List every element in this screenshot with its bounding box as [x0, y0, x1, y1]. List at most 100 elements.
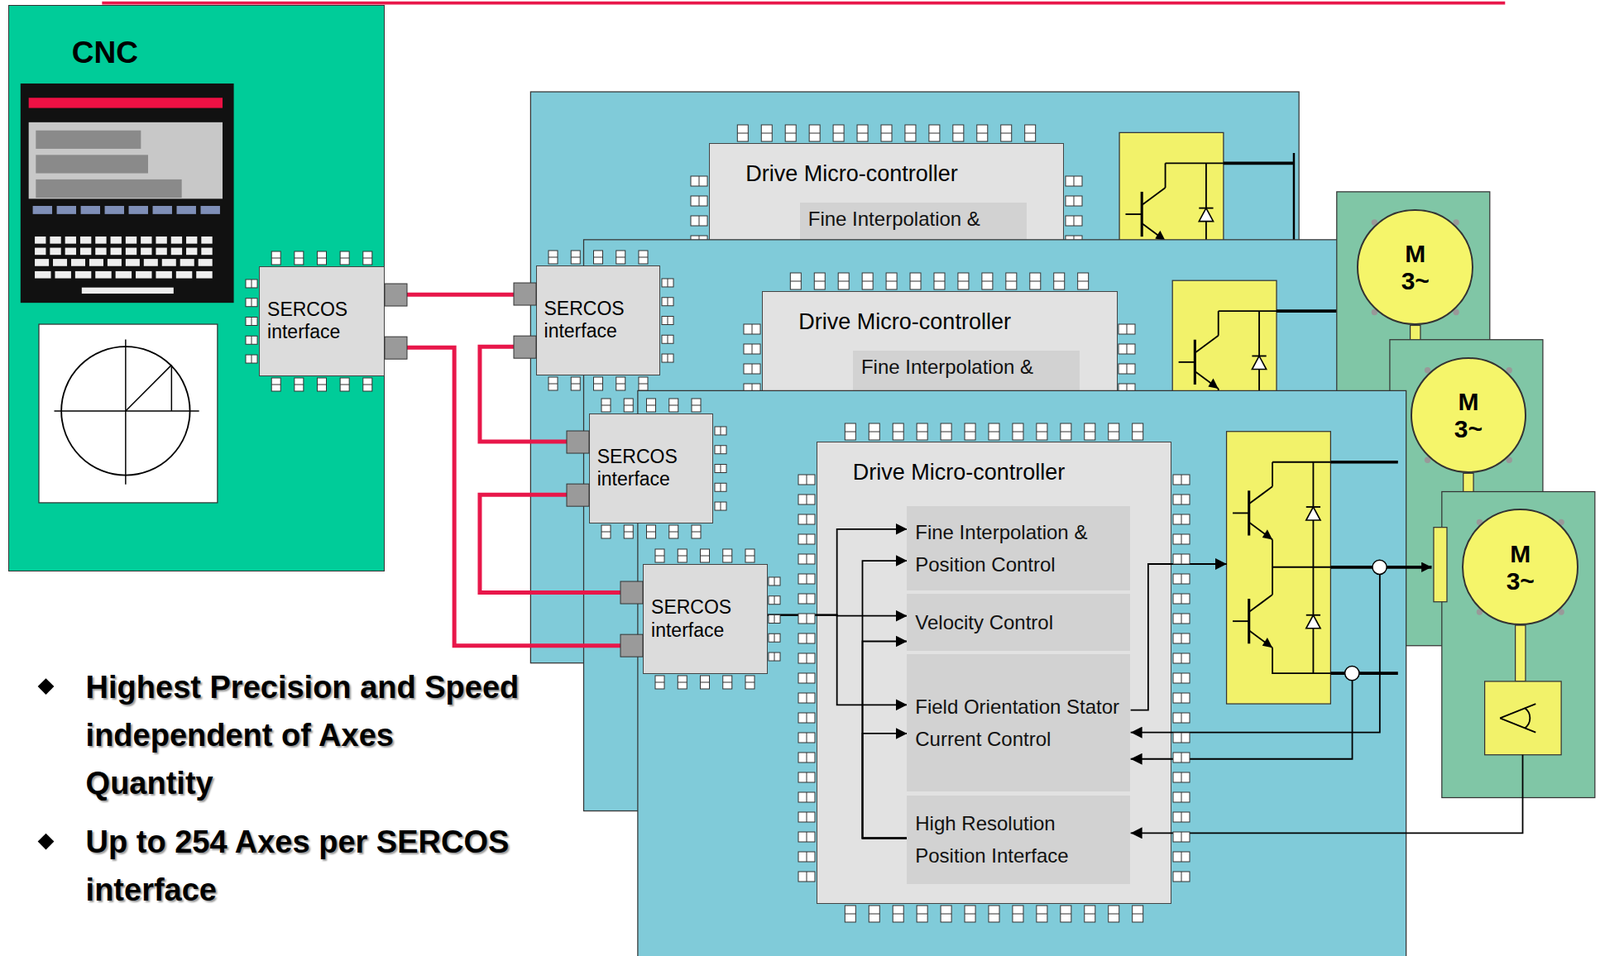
pin	[340, 251, 350, 265]
emitter-arrow	[1262, 637, 1273, 648]
sercos-ring-cable	[479, 494, 643, 593]
softkey	[128, 205, 148, 215]
power-stage	[1172, 280, 1277, 553]
pin	[646, 398, 656, 412]
pin	[570, 377, 580, 391]
transistor-base	[1247, 490, 1251, 536]
header-rule	[101, 1, 1505, 5]
pin	[661, 297, 674, 306]
sercos-chip: SERCOS interface	[642, 564, 767, 675]
signal-arrow	[767, 614, 908, 618]
pin	[690, 275, 708, 286]
pin	[1005, 273, 1017, 290]
pin	[761, 124, 772, 142]
pin	[1029, 273, 1041, 290]
pin	[615, 377, 625, 391]
pin	[661, 335, 674, 344]
pin	[982, 273, 993, 290]
pin	[1107, 905, 1119, 923]
pin	[798, 852, 815, 863]
pin	[677, 675, 687, 690]
node-text: SERCOS interface	[597, 445, 708, 492]
transistor-gate	[1232, 512, 1250, 514]
emitter-arrow	[1262, 529, 1273, 540]
pin	[271, 378, 281, 392]
key	[71, 258, 86, 267]
rail	[1258, 311, 1260, 523]
encoder-box	[1485, 681, 1562, 756]
pin	[798, 673, 815, 684]
pin	[916, 423, 928, 441]
diode-bar	[1251, 463, 1266, 465]
pin	[743, 364, 761, 374]
pin	[881, 124, 892, 142]
plot-window	[38, 324, 218, 503]
key	[198, 258, 213, 267]
diode-bar	[1251, 355, 1266, 358]
diode-symbol	[1251, 355, 1266, 369]
pin	[844, 423, 856, 441]
pin	[655, 675, 665, 690]
pin	[1173, 713, 1190, 724]
pin	[623, 398, 633, 412]
pin	[1065, 235, 1083, 246]
motor-symbol: M 3~	[1410, 357, 1528, 475]
pin	[934, 273, 945, 290]
pin	[714, 483, 727, 492]
pin	[1173, 653, 1190, 664]
diode-symbol	[1198, 316, 1213, 330]
pin	[1173, 693, 1190, 704]
diode-bar	[1198, 207, 1213, 210]
pin	[798, 633, 815, 644]
pin	[790, 752, 802, 770]
key	[95, 271, 111, 279]
emitter-arrow	[1154, 230, 1165, 241]
key	[125, 236, 137, 245]
pin	[317, 251, 327, 265]
bullet-text: Up to 254 Axes per SERCOS interface	[86, 818, 520, 915]
pin	[1131, 423, 1143, 441]
pin	[798, 534, 815, 545]
key	[110, 236, 121, 245]
pin	[798, 693, 815, 704]
motor-cable	[1346, 301, 1348, 393]
node-text: Fine Interpolation &	[808, 206, 1019, 232]
pin	[1173, 752, 1190, 763]
pin	[1173, 792, 1190, 803]
pin	[593, 250, 603, 264]
pin	[1173, 633, 1190, 644]
pin	[940, 423, 952, 441]
softkey	[32, 205, 52, 215]
pin	[714, 464, 727, 473]
control-block: Field Orientation Stator Current Control	[906, 654, 1131, 793]
pin	[661, 316, 674, 325]
pin	[768, 577, 781, 586]
feedback-line	[1130, 755, 1523, 834]
screen	[28, 122, 223, 200]
rail	[1165, 162, 1224, 164]
pin	[1118, 324, 1136, 335]
pin	[743, 721, 761, 732]
diode-bar	[1306, 614, 1321, 617]
pin	[690, 215, 708, 226]
pin	[690, 374, 708, 385]
control-block: High Resolution Position Interface	[906, 795, 1131, 885]
pin	[916, 905, 928, 923]
pin	[743, 681, 761, 692]
key	[115, 271, 132, 279]
motor-cable	[1330, 671, 1398, 676]
rail	[1271, 462, 1274, 488]
node-text: M 3~	[1506, 540, 1535, 595]
pin	[1001, 124, 1012, 142]
pin	[690, 295, 708, 306]
pin	[798, 772, 815, 783]
pin	[1084, 423, 1096, 441]
key	[186, 248, 197, 256]
softkey	[56, 205, 76, 215]
power-stage	[1119, 132, 1224, 405]
rail	[1218, 415, 1277, 417]
rail	[1165, 349, 1224, 375]
screen-field	[35, 130, 141, 149]
current-sensor	[1345, 665, 1360, 681]
diode-symbol	[1306, 507, 1321, 521]
